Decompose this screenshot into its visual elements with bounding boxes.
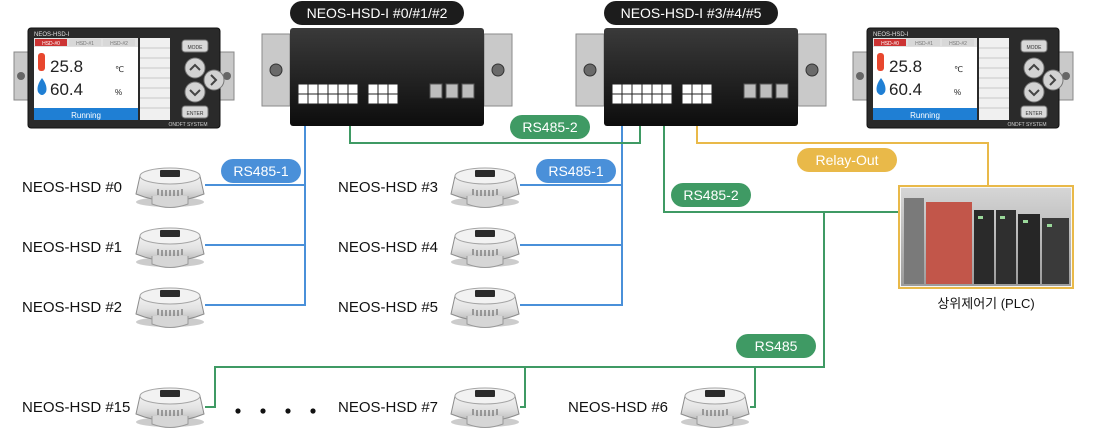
sensor-7-device bbox=[450, 387, 520, 429]
sensor-5-label: NEOS-HSD #5 bbox=[338, 299, 438, 316]
wire-rs485-1-right bbox=[520, 113, 623, 306]
sensor-1-device bbox=[135, 227, 205, 269]
sensor-2-label: NEOS-HSD #2 bbox=[22, 299, 122, 316]
wire-rs485-bus bbox=[205, 212, 825, 408]
plc-caption: 상위제어기 (PLC) bbox=[937, 296, 1034, 311]
more-sensors-ellipsis bbox=[235, 408, 316, 414]
sensor-6-device bbox=[680, 387, 750, 429]
svg-text:ONDFT SYSTEM: ONDFT SYSTEM bbox=[1007, 122, 1046, 128]
svg-text:%: % bbox=[954, 88, 961, 97]
svg-text:MODE: MODE bbox=[188, 45, 204, 51]
display-panel-left: NEOS-HSD-I HSD-#0 HSD-#1 HSD-#2 25.8 ℃ 6… bbox=[13, 27, 235, 129]
svg-text:RS485-1: RS485-1 bbox=[548, 163, 603, 179]
svg-text:25.8: 25.8 bbox=[889, 57, 922, 76]
display-panel-right: NEOS-HSD-I HSD-#0 HSD-#1 HSD-#2 25.8 ℃ 6… bbox=[852, 27, 1074, 129]
wire-rs485-2-plc bbox=[663, 113, 900, 213]
svg-text:60.4: 60.4 bbox=[889, 80, 922, 99]
rs485-1-left-badge bbox=[221, 159, 301, 183]
svg-text:60.4: 60.4 bbox=[50, 80, 83, 99]
svg-text:%: % bbox=[115, 88, 122, 97]
sensor-0-label: NEOS-HSD #0 bbox=[22, 179, 122, 196]
svg-text:Running: Running bbox=[71, 111, 101, 120]
rs485-2-right-badge bbox=[671, 183, 751, 207]
sensor-4-device bbox=[450, 227, 520, 269]
svg-text:25.8: 25.8 bbox=[50, 57, 83, 76]
sensor-3-label: NEOS-HSD #3 bbox=[338, 179, 438, 196]
converter-module-b bbox=[575, 27, 827, 127]
sensor-1-label: NEOS-HSD #1 bbox=[22, 239, 122, 256]
svg-text:NEOS-HSD-I: NEOS-HSD-I bbox=[873, 32, 909, 38]
module-b-title: NEOS-HSD-I #3/#4/#5 bbox=[621, 5, 762, 21]
sensor-3-device bbox=[450, 167, 520, 209]
svg-text:Relay-Out: Relay-Out bbox=[815, 152, 878, 168]
svg-text:RS485-2: RS485-2 bbox=[683, 187, 738, 203]
svg-text:℃: ℃ bbox=[954, 65, 963, 74]
svg-text:ENTER: ENTER bbox=[187, 111, 204, 117]
svg-text:ONDFT SYSTEM: ONDFT SYSTEM bbox=[168, 122, 207, 128]
svg-text:HSD-#1: HSD-#1 bbox=[76, 41, 94, 47]
wire-relay-out bbox=[696, 113, 989, 186]
rs485-1-right-badge bbox=[536, 159, 616, 183]
rs485-2-top-badge bbox=[510, 115, 590, 139]
sensor-15-label: NEOS-HSD #15 bbox=[22, 399, 130, 416]
svg-text:RS485-1: RS485-1 bbox=[233, 163, 288, 179]
module-a-title: NEOS-HSD-I #0/#1/#2 bbox=[307, 5, 448, 21]
svg-text:RS485: RS485 bbox=[755, 338, 798, 354]
svg-text:HSD-#1: HSD-#1 bbox=[915, 41, 933, 47]
sensor-5-device bbox=[450, 287, 520, 329]
svg-text:℃: ℃ bbox=[115, 65, 124, 74]
wire-rs485-1-left bbox=[205, 113, 306, 306]
svg-text:Running: Running bbox=[910, 111, 940, 120]
svg-text:HSD-#0: HSD-#0 bbox=[881, 41, 899, 47]
svg-text:HSD-#2: HSD-#2 bbox=[949, 41, 967, 47]
svg-text:RS485-2: RS485-2 bbox=[522, 119, 577, 135]
svg-text:ENTER: ENTER bbox=[1026, 111, 1043, 117]
sensor-0-device bbox=[135, 167, 205, 209]
svg-text:NEOS-HSD-I: NEOS-HSD-I bbox=[34, 32, 70, 38]
sensor-2-device bbox=[135, 287, 205, 329]
plc-controller bbox=[898, 185, 1074, 289]
rs485-bus-badge bbox=[736, 334, 816, 358]
converter-module-a bbox=[261, 27, 513, 127]
svg-text:MODE: MODE bbox=[1027, 45, 1043, 51]
sensor-7-label: NEOS-HSD #7 bbox=[338, 399, 438, 416]
module-a-header bbox=[290, 1, 464, 25]
relay-out-badge bbox=[797, 148, 897, 172]
svg-text:HSD-#0: HSD-#0 bbox=[42, 41, 60, 47]
sensor-4-label: NEOS-HSD #4 bbox=[338, 239, 438, 256]
sensor-6-label: NEOS-HSD #6 bbox=[568, 399, 668, 416]
sensor-15-device bbox=[135, 387, 205, 429]
wire-rs485-2-top bbox=[349, 113, 641, 144]
module-b-header bbox=[604, 1, 778, 25]
svg-text:HSD-#2: HSD-#2 bbox=[110, 41, 128, 47]
